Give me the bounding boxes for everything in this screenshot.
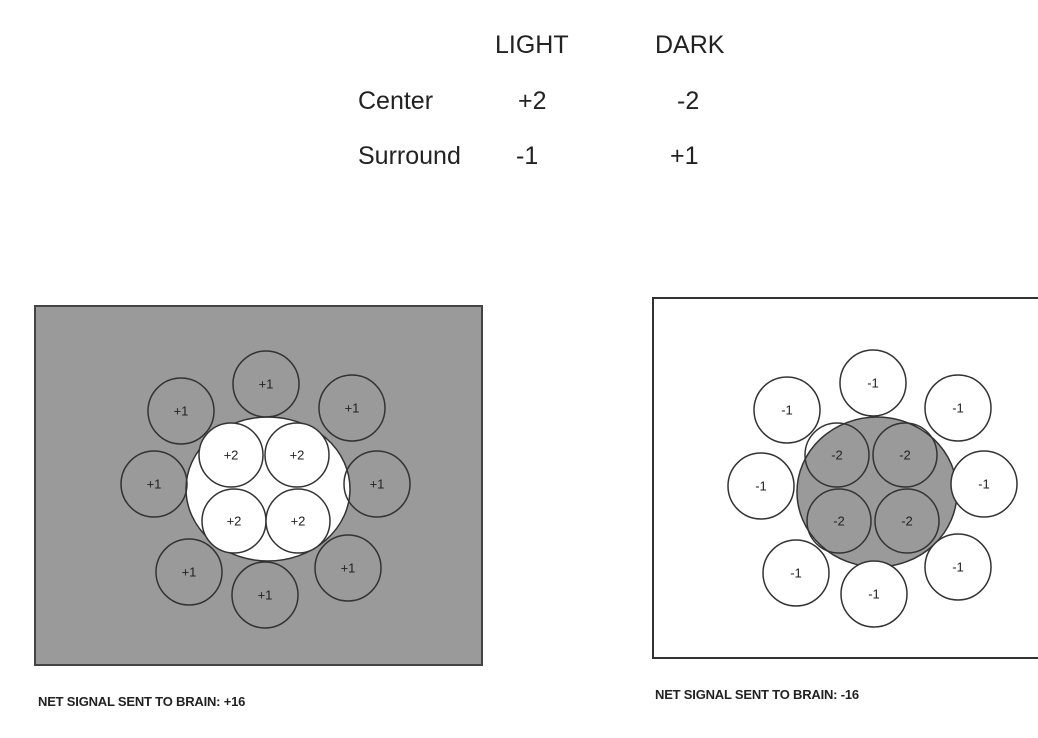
surround-cell [314,534,382,602]
center-cell [198,422,264,488]
center-cell-label: -2 [831,447,843,462]
column-header-dark: DARK [655,31,725,59]
surround-cell-label: -1 [952,400,964,415]
surround-cell-label: -1 [978,476,990,491]
surround-cell [839,349,907,417]
surround-cell [924,533,992,601]
surround-cell-label: -1 [952,559,964,574]
light-receptive-field-diagram: +1 +1 +1 +1 +1 +1 +1 +1 +2 +2 +2 +2 [120,350,411,629]
net-signal-caption-right: NET SIGNAL SENT TO BRAIN: -16 [655,687,859,702]
surround-cell [924,374,992,442]
center-cell-label: -2 [833,513,845,528]
center-cell-label: -2 [901,513,913,528]
center-cell-label: +2 [291,513,306,528]
surround-cell [762,539,830,607]
dark-receptive-field-diagram: -1 -1 -1 -1 -1 -1 -1 -1 -2 -2 -2 -2 [727,349,1018,628]
dark-stimulus-panel: -1 -1 -1 -1 -1 -1 -1 -1 -2 -2 -2 -2 [652,297,1038,659]
surround-cell-label: -1 [781,402,793,417]
row-label-center: Center [358,87,434,115]
surround-cell-label: +1 [147,476,162,491]
surround-cell-label: -1 [755,478,767,493]
surround-cell [232,350,300,418]
surround-cell [155,538,223,606]
surround-cell [120,450,188,518]
center-cell-label: +2 [224,447,239,462]
cell-center-dark: -2 [677,87,700,115]
center-cell [804,422,870,488]
surround-cell-label: +1 [259,376,274,391]
surround-cell [231,561,299,629]
surround-cell [343,450,411,518]
column-header-light: LIGHT [495,31,569,59]
surround-cell-label: +1 [174,403,189,418]
surround-cell-label: -1 [868,586,880,601]
center-cell-label: -2 [899,447,911,462]
surround-cell-label: -1 [867,375,879,390]
surround-cell [753,376,821,444]
cell-surround-dark: +1 [670,142,699,170]
center-cell-label: +2 [227,513,242,528]
center-cell [874,488,940,554]
cell-surround-light: -1 [516,142,539,170]
surround-cell-label: -1 [790,565,802,580]
surround-cell-label: +1 [258,587,273,602]
surround-cell [318,374,386,442]
surround-cell [147,377,215,445]
surround-cell [840,560,908,628]
surround-cell [727,452,795,520]
center-cell-label: +2 [290,447,305,462]
surround-cell-label: +1 [341,560,356,575]
center-cell [872,422,938,488]
net-signal-caption-left: NET SIGNAL SENT TO BRAIN: +16 [38,694,246,709]
center-cell [806,488,872,554]
cell-center-light: +2 [518,87,547,115]
surround-cell-label: +1 [370,476,385,491]
center-cell [264,422,330,488]
surround-cell-label: +1 [182,564,197,579]
center-cell [265,488,331,554]
surround-cell [950,450,1018,518]
surround-cell-label: +1 [345,400,360,415]
light-stimulus-panel: +1 +1 +1 +1 +1 +1 +1 +1 +2 +2 +2 +2 [34,305,483,666]
row-label-surround: Surround [358,142,461,170]
